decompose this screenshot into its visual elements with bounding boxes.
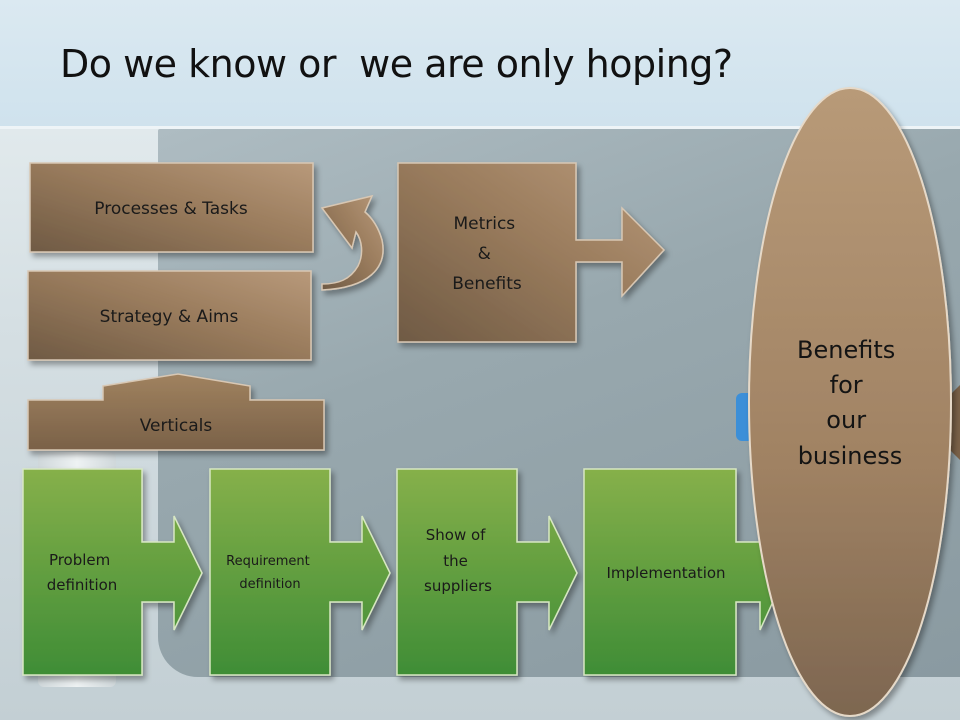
strategy-aims-label: Strategy & Aims — [100, 307, 239, 327]
curved-return-arrow — [320, 194, 384, 291]
step-2-line-1: Requirement — [226, 554, 310, 569]
oval-line-4: business — [798, 442, 903, 470]
step-4-line-1: Implementation — [606, 564, 725, 582]
oval-line-1: Benefits — [797, 336, 895, 364]
title-band — [0, 0, 960, 128]
metrics-line-1: Metrics — [453, 214, 515, 234]
step-3-line-2: the — [443, 552, 468, 570]
step-1-line-2: definition — [47, 576, 118, 594]
step-2-line-2: definition — [239, 577, 300, 592]
verticals-up-arrow: Verticals — [27, 373, 325, 451]
svg-text:Show of the su: Show of the suppliers — [424, 526, 492, 595]
metrics-line-3: Benefits — [452, 274, 522, 294]
title-divider — [0, 126, 960, 129]
svg-text:Problem definition: Problem definition — [47, 551, 118, 594]
verticals-label: Verticals — [140, 416, 213, 436]
svg-text:Requirement definition: Requirement definition — [226, 554, 314, 592]
slide-title: Do we know or we are only hoping? — [60, 42, 733, 86]
oval-line-3: our — [826, 406, 866, 434]
oval-line-2: for — [830, 371, 863, 399]
metrics-line-2: & — [478, 244, 491, 264]
metrics-benefits-callout: Metrics & Benefits — [397, 162, 666, 343]
step-3-line-1: Show of — [426, 526, 486, 544]
processes-tasks-box: Processes & Tasks — [29, 162, 314, 253]
step-show-of-suppliers: Show of the suppliers — [396, 468, 578, 676]
step-3-line-3: suppliers — [424, 577, 492, 595]
benefits-oval: Benefits for our business — [748, 87, 952, 717]
processes-tasks-label: Processes & Tasks — [94, 199, 248, 219]
svg-text:Benefits for o: Benefits for our business — [797, 336, 903, 470]
metrics-benefits-label: Metrics & Benefits — [452, 214, 522, 294]
step-requirement-definition: Requirement definition — [209, 468, 391, 676]
step-1-line-1: Problem — [49, 551, 110, 569]
step-problem-definition: Problem definition — [22, 468, 203, 676]
strategy-aims-box: Strategy & Aims — [27, 270, 312, 361]
